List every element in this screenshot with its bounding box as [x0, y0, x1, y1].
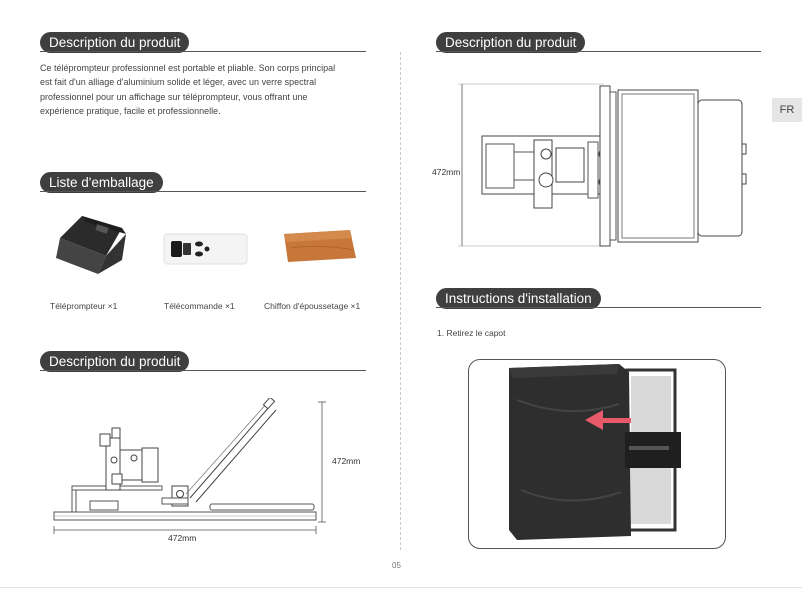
section-rule	[436, 51, 761, 52]
cleaning-cloth-image	[284, 230, 356, 262]
section-title: Description du produit	[436, 32, 586, 53]
remove-cover-illustration	[509, 364, 681, 540]
language-badge: FR	[772, 98, 802, 122]
section-header-description-2: Description du produit	[40, 351, 366, 373]
product-description-text: Ce téléprompteur professionnel est porta…	[40, 63, 336, 116]
packing-item-label: Téléprompteur ×1	[50, 301, 118, 311]
arrow-left-icon	[585, 410, 603, 430]
section-title: Liste d'emballage	[40, 172, 163, 193]
teleprompter-hood-image	[56, 216, 126, 274]
section-rule	[40, 370, 366, 371]
section-header-installation: Instructions d'installation	[436, 288, 761, 310]
column-divider	[400, 52, 401, 550]
section-rule	[436, 307, 761, 308]
installation-step-1: 1. Retirez le capot	[437, 328, 506, 338]
remote-control-image	[163, 233, 248, 265]
packing-item-label: Chiffon d'époussetage ×1	[264, 301, 361, 311]
dimension-label-height: 472mm	[432, 167, 460, 177]
remove-cover-photo	[468, 359, 726, 549]
dimension-label-width: 472mm	[168, 533, 196, 543]
section-rule	[40, 51, 366, 52]
section-rule	[40, 191, 366, 192]
section-title: Description du produit	[40, 32, 190, 53]
page-number: 05	[392, 561, 401, 570]
section-header-description-1: Description du produit	[40, 32, 366, 54]
packing-item-label: Télécommande ×1	[164, 301, 235, 311]
section-title: Instructions d'installation	[436, 288, 601, 309]
section-header-packing-list: Liste d'emballage	[40, 172, 366, 194]
teleprompter-top-view-diagram: 472mm	[432, 83, 747, 247]
bottom-rule	[0, 587, 802, 588]
section-title: Description du produit	[40, 351, 190, 372]
teleprompter-side-view-diagram: 472mm 472mm	[53, 398, 360, 543]
section-header-description-3: Description du produit	[436, 32, 761, 54]
dimension-label-height: 472mm	[332, 456, 360, 466]
